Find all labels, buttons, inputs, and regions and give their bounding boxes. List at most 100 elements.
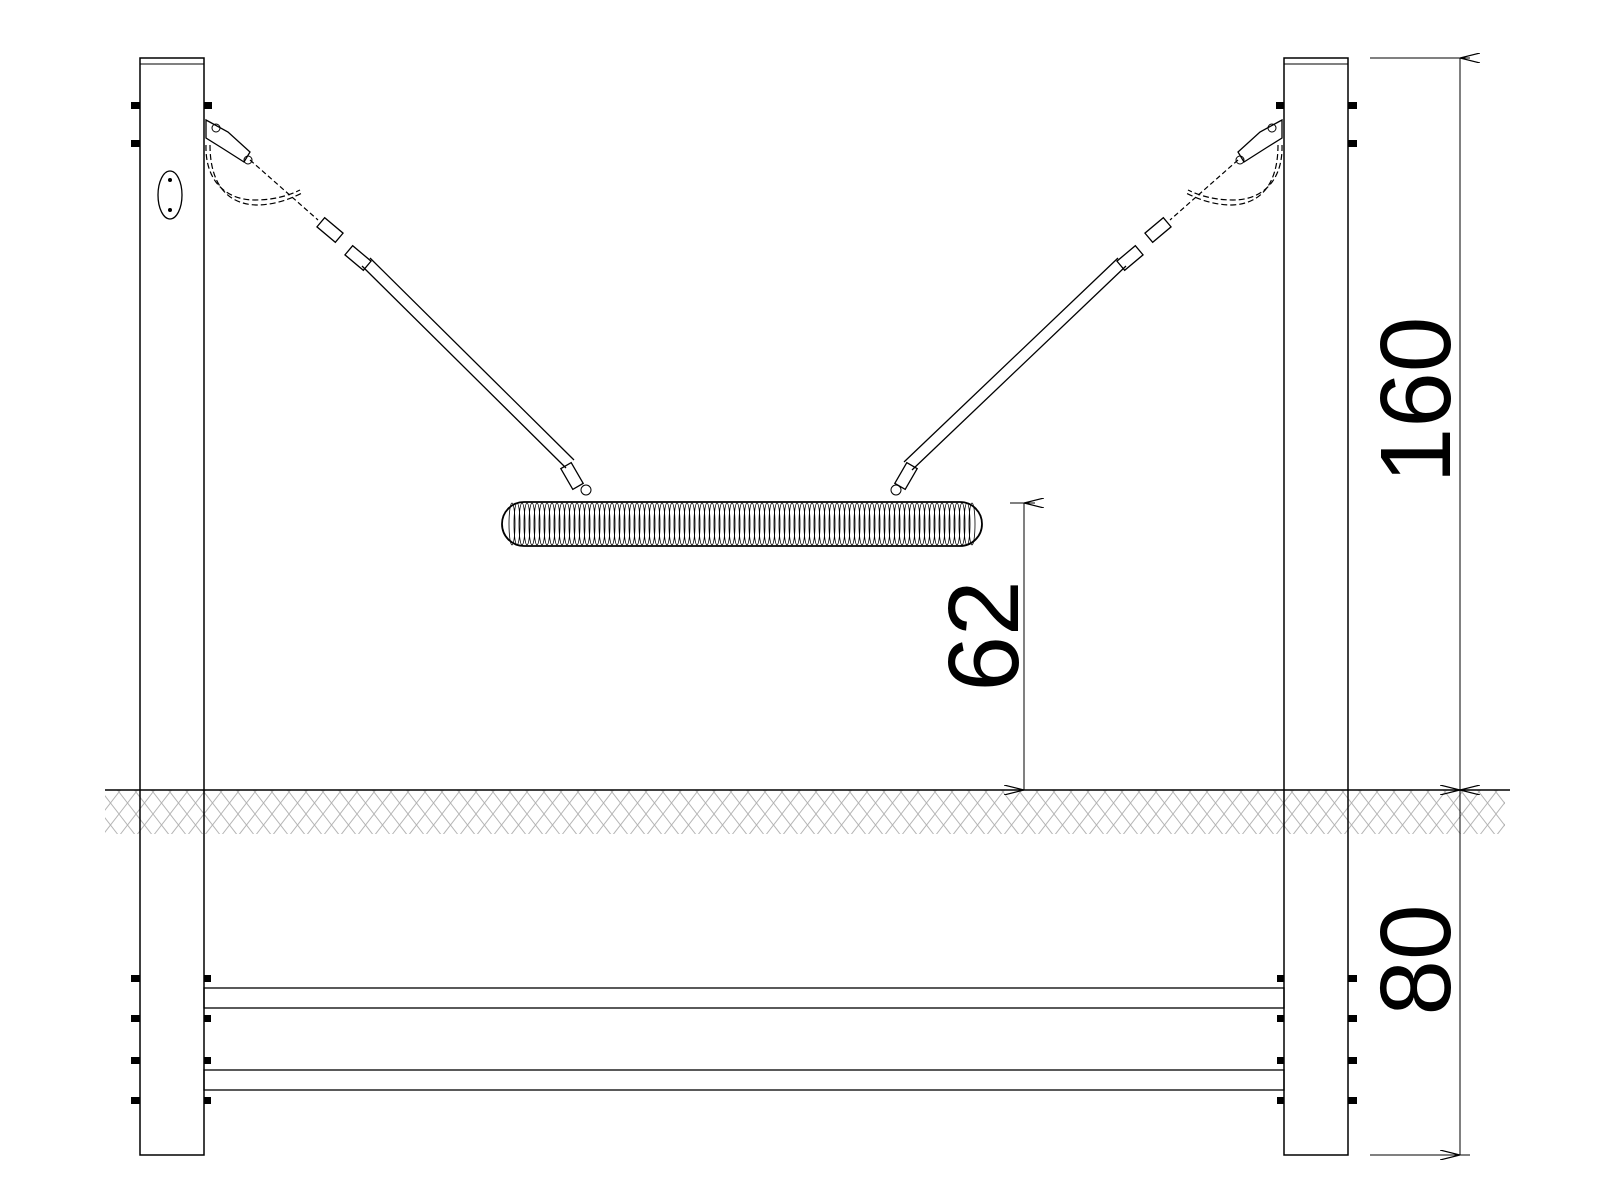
seat-rib (968, 502, 976, 546)
seat-rib (658, 502, 666, 546)
seat-rib (768, 502, 776, 546)
post-bolts (131, 102, 1357, 1104)
seat-rib (948, 502, 956, 546)
seat-rib (633, 502, 641, 546)
seat-rib (858, 502, 866, 546)
seat-rib (508, 502, 516, 546)
seat-rib (513, 502, 521, 546)
seat-rib (733, 502, 741, 546)
seat-rib (888, 502, 896, 546)
seat-rib (758, 502, 766, 546)
seat-rib (893, 502, 901, 546)
seat-rib (663, 502, 671, 546)
seat-rib (623, 502, 631, 546)
seat-rib (843, 502, 851, 546)
seat-rib (783, 502, 791, 546)
dimension-label-80: 80 (1360, 904, 1472, 1015)
seat-rib (908, 502, 916, 546)
seat-rib (728, 502, 736, 546)
seat-rib (833, 502, 841, 546)
post-label-plate (157, 170, 183, 220)
seat-rib (703, 502, 711, 546)
seat-rib (608, 502, 616, 546)
underground-crossbeams (203, 987, 1285, 1091)
seat-rib (573, 502, 581, 546)
seat-rib (678, 502, 686, 546)
seat-rib (543, 502, 551, 546)
seat-rib (713, 502, 721, 546)
ground (105, 789, 1510, 834)
seat-rib (873, 502, 881, 546)
seat-rib (643, 502, 651, 546)
seat-rib (928, 502, 936, 546)
seat-rib (553, 502, 561, 546)
seat-rib (878, 502, 886, 546)
seat-rib (638, 502, 646, 546)
seat-rib (673, 502, 681, 546)
seat-rib (798, 502, 806, 546)
seat-rib (618, 502, 626, 546)
seat-rib (788, 502, 796, 546)
dimension-above-ground: 160 (1360, 58, 1472, 790)
seat-rib (773, 502, 781, 546)
seat-rib (723, 502, 731, 546)
seat-rib (738, 502, 746, 546)
seat-rib (718, 502, 726, 546)
seat-rib (953, 502, 961, 546)
seat-rib (593, 502, 601, 546)
seat-rib (653, 502, 661, 546)
seat-rib (938, 502, 946, 546)
seat-rib (743, 502, 751, 546)
swing-seat (501, 501, 983, 547)
seat-rib (943, 502, 951, 546)
seat-rib (923, 502, 931, 546)
seat-rib (528, 502, 536, 546)
left-suspension (205, 118, 592, 496)
dimension-seat-clearance: 62 (928, 503, 1040, 790)
seat-rib (538, 502, 546, 546)
seat-rib (668, 502, 676, 546)
seat-rib (853, 502, 861, 546)
seat-rib (563, 502, 571, 546)
seat-rib (708, 502, 716, 546)
seat-rib (598, 502, 606, 546)
seat-rib (823, 502, 831, 546)
seat-rib (588, 502, 596, 546)
seat-rib (578, 502, 586, 546)
seat-rib (583, 502, 591, 546)
seat-rib (683, 502, 691, 546)
seat-rib (918, 502, 926, 546)
seat-rib (763, 502, 771, 546)
seat-rib (693, 502, 701, 546)
seat-rib (648, 502, 656, 546)
seat-rib (803, 502, 811, 546)
seat-rib (958, 502, 966, 546)
seat-rib (628, 502, 636, 546)
seat-rib (558, 502, 566, 546)
seat-rib (603, 502, 611, 546)
seat-rib (868, 502, 876, 546)
seat-rib (793, 502, 801, 546)
seat-rib (883, 502, 891, 546)
seat-rib (533, 502, 541, 546)
right-post (1283, 57, 1349, 1156)
seat-rib (813, 502, 821, 546)
seat-rib (903, 502, 911, 546)
seat-rib (808, 502, 816, 546)
seat-rib (898, 502, 906, 546)
seat-rib (828, 502, 836, 546)
left-post (139, 57, 205, 1156)
seat-rib (548, 502, 556, 546)
seat-rib (933, 502, 941, 546)
dimension-below-ground: 80 (1360, 790, 1472, 1155)
seat-rib (748, 502, 756, 546)
seat-rib (523, 502, 531, 546)
seat-rib (753, 502, 761, 546)
seat-rib (848, 502, 856, 546)
seat-rib (688, 502, 696, 546)
dimension-label-160: 160 (1360, 317, 1472, 484)
seat-rib (963, 502, 971, 546)
seat-rib (818, 502, 826, 546)
seat-rib (838, 502, 846, 546)
